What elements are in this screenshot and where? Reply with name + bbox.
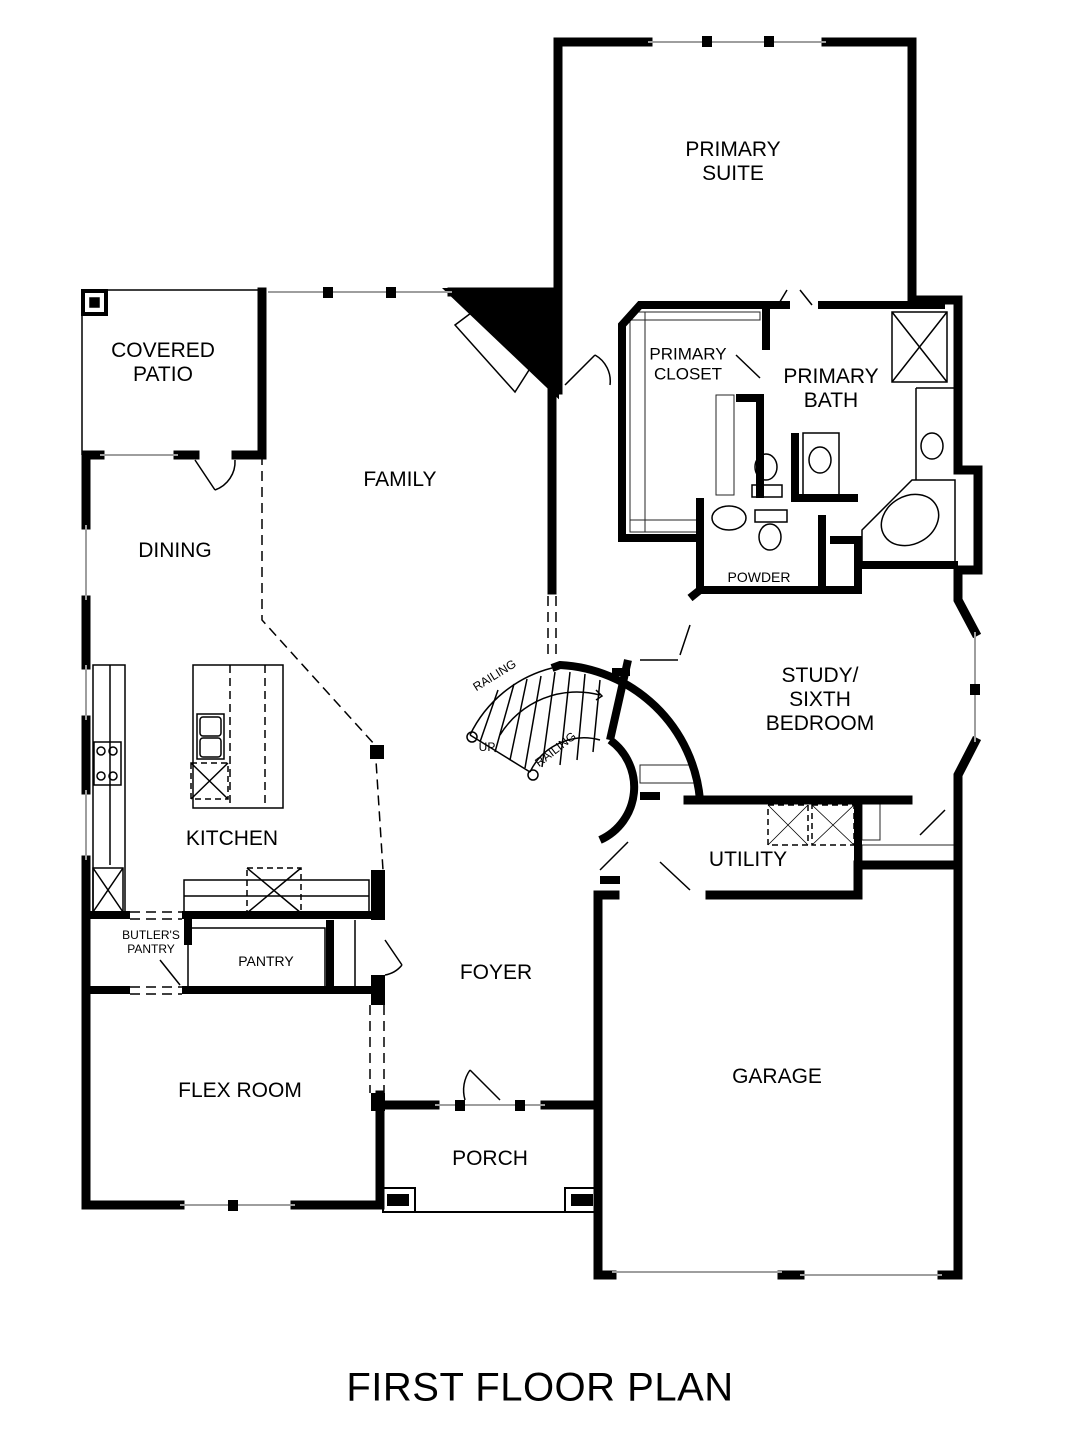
kitchen-fixtures (92, 664, 370, 990)
patio-outline (81, 289, 262, 455)
room-label-primary-bath: PRIMARY BATH (783, 364, 879, 412)
closet-shelving (629, 311, 959, 862)
fireplace (453, 294, 546, 394)
window-mullions (228, 36, 980, 1211)
room-label-porch: PORCH (452, 1146, 528, 1170)
room-label-powder: POWDER (727, 568, 791, 585)
room-label-primary-closet: PRIMARY CLOSET (649, 344, 727, 383)
room-label-butlers-pantry: BUTLER'S PANTRY (122, 928, 180, 956)
room-label-primary-suite: PRIMARY SUITE (685, 137, 781, 185)
exterior-walls (81, 37, 983, 1280)
stair (466, 667, 604, 781)
room-label-garage: GARAGE (732, 1064, 822, 1088)
room-label-flex-room: FLEX ROOM (178, 1078, 302, 1102)
room-label-family: FAMILY (363, 467, 437, 491)
interior-walls (86, 288, 958, 1005)
utility-appliances (767, 804, 855, 846)
doors (159, 289, 946, 1101)
room-label-utility: UTILITY (708, 847, 788, 871)
room-label-kitchen: KITCHEN (185, 826, 279, 850)
room-label-foyer: FOYER (459, 960, 533, 984)
room-label-pantry: PANTRY (238, 952, 294, 969)
dashed-openings (130, 455, 557, 1093)
room-label-study: STUDY/ SIXTH BEDROOM (765, 663, 875, 736)
room-label-covered-patio: COVERED PATIO (111, 338, 215, 386)
annotation-stair-up: UP (478, 740, 496, 755)
porch-columns (382, 1187, 598, 1213)
bath-fixtures (711, 311, 956, 566)
room-label-dining: DINING (138, 538, 212, 562)
plan-title: FIRST FLOOR PLAN (346, 1365, 734, 1410)
